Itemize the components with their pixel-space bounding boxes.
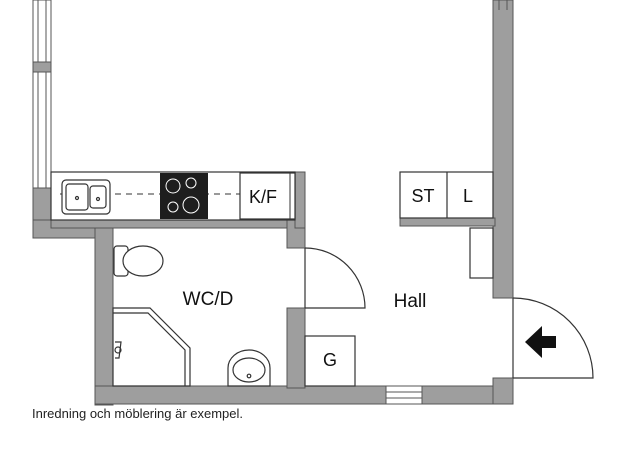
kitchen-sink-icon [61, 179, 111, 215]
toilet-icon [113, 245, 164, 277]
bathroom-left-wall [94, 219, 114, 406]
kitchen-counter: K/F [50, 171, 296, 221]
entrance-arrow-icon [525, 326, 556, 358]
hall-label: Hall [394, 291, 427, 312]
wardrobe-label: G [323, 350, 337, 370]
storage-partition [399, 217, 496, 227]
bottom-wall [94, 385, 514, 405]
cooktop-icon [160, 173, 208, 219]
bathroom-label: WC/D [183, 289, 234, 310]
kitchen-partition [50, 219, 306, 229]
left-window [32, 0, 52, 189]
bathroom-right-lower-wall [286, 307, 306, 389]
shower-icon [112, 307, 191, 387]
linen-label: L [463, 186, 473, 206]
bottom-window [385, 385, 423, 405]
storage-label: ST [411, 186, 434, 206]
wardrobe: G [304, 335, 356, 387]
kitchen-right-wall [294, 171, 306, 229]
bathroom-door [304, 247, 366, 309]
disclaimer-note: Inredning och möblering är exempel. [32, 406, 244, 421]
left-window-wall [32, 0, 52, 189]
entrance-door [512, 297, 594, 379]
storage-closets: ST L [399, 171, 494, 219]
fridge-freezer [239, 172, 296, 220]
right-exterior-lower-wall [492, 377, 514, 405]
washbasin-icon [227, 349, 271, 387]
hall-cabinet [469, 227, 494, 279]
right-wall-detail [498, 0, 508, 10]
kitchen-label: K/F [249, 187, 277, 207]
right-exterior-upper-wall [492, 0, 514, 299]
